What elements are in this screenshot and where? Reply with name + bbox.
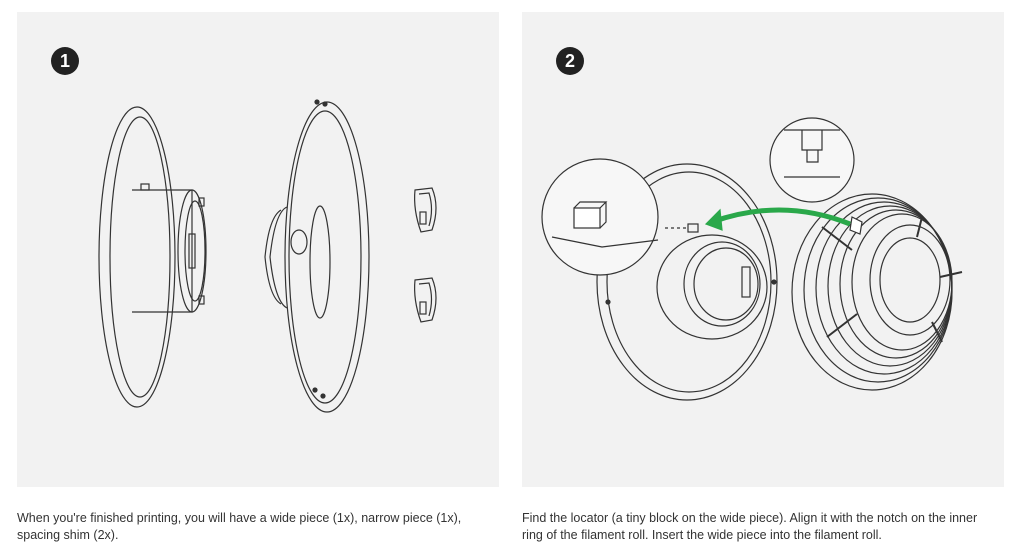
notch-zoom-icon — [769, 117, 855, 203]
arrow-head-icon — [704, 208, 723, 231]
wide-piece-icon — [98, 106, 207, 408]
filament-roll-icon — [791, 193, 963, 391]
disassembled-spool-illustration — [98, 99, 437, 413]
alignment-arrow-icon — [711, 207, 851, 227]
step-2-caption: Find the locator (a tiny block on the wi… — [522, 511, 978, 542]
spacing-shim-icon — [414, 187, 437, 233]
assembly-illustration — [541, 117, 963, 401]
step-1-illustration-panel: 1 — [17, 12, 499, 487]
step-number-badge: 1 — [51, 47, 79, 75]
step-1-caption: When you're finished printing, you will … — [17, 511, 462, 542]
wide-piece-icon — [596, 163, 778, 401]
spacing-shim-icon — [414, 277, 437, 323]
step-2-illustration-panel: 2 — [522, 12, 1004, 487]
step-number-badge: 2 — [556, 47, 584, 75]
locator-zoom-icon — [541, 158, 659, 276]
narrow-piece-icon — [264, 99, 370, 413]
